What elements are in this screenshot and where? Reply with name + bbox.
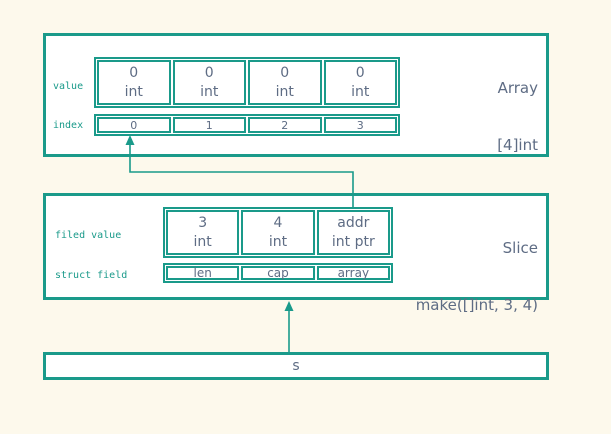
array-box-title: Array [4]int	[497, 41, 538, 193]
array-index-cell-3: 3	[323, 117, 397, 133]
struct-field-cell-len: len	[166, 266, 240, 280]
cell-value: 4	[273, 214, 283, 231]
array-value-cell-3: 0 int	[323, 60, 397, 105]
array-value-row: 0 int 0 int 0 int 0 int	[94, 57, 400, 108]
cell-type: int	[351, 83, 370, 100]
slice-title-line2: make([]int, 3, 4)	[415, 296, 538, 314]
cell-type: int	[193, 233, 212, 250]
cell-value: 0	[129, 64, 139, 81]
cell-type: int ptr	[331, 233, 375, 250]
array-value-cell-0: 0 int	[97, 60, 171, 105]
array-index-row: 0 1 2 3	[94, 114, 400, 136]
array-index-cell-1: 1	[172, 117, 246, 133]
slice-field-value-row: 3 int 4 int addr int ptr	[163, 207, 393, 258]
cell-type: int	[275, 83, 294, 100]
cell-type: int	[268, 233, 288, 250]
slice-struct-field-row: len cap array	[163, 263, 393, 283]
cell-type: int	[200, 83, 219, 100]
slice-box: Slice make([]int, 3, 4) filed value 3 in…	[43, 193, 549, 314]
arrow-s-to-slice-icon	[284, 301, 294, 352]
cell-type: int	[124, 83, 143, 100]
array-value-row-label: value	[53, 81, 84, 92]
slice-box-title: Slice make([]int, 3, 4)	[416, 201, 538, 353]
array-title-line1: Array	[497, 79, 538, 97]
array-index-cell-0: 0	[97, 117, 171, 133]
struct-field-cell-array: array	[316, 266, 390, 280]
array-value-cell-2: 0 int	[248, 60, 322, 105]
slice-cap-value-cell: 4 int	[241, 210, 315, 255]
slice-title-line1: Slice	[502, 239, 538, 257]
array-value-cell-1: 0 int	[172, 60, 246, 105]
array-index-cell-2: 2	[248, 117, 322, 133]
s-variable-box: s	[43, 352, 549, 380]
array-index-row-label: index	[53, 120, 84, 131]
cell-value: 0	[355, 64, 365, 81]
cell-value: 0	[204, 64, 214, 81]
array-box: Array [4]int value 0 int 0 int 0 int 0 i…	[43, 33, 549, 157]
cell-value: 3	[198, 214, 208, 231]
array-title-line2: [4]int	[497, 136, 538, 154]
s-variable-label: s	[292, 358, 300, 374]
slice-field-value-row-label: filed value	[55, 230, 122, 241]
struct-field-cell-cap: cap	[241, 266, 315, 280]
slice-len-value-cell: 3 int	[166, 210, 240, 255]
slice-struct-field-row-label: struct field	[55, 270, 128, 281]
slice-array-ptr-cell: addr int ptr	[316, 210, 390, 255]
cell-value: 0	[280, 64, 290, 81]
cell-value: addr	[337, 214, 370, 231]
